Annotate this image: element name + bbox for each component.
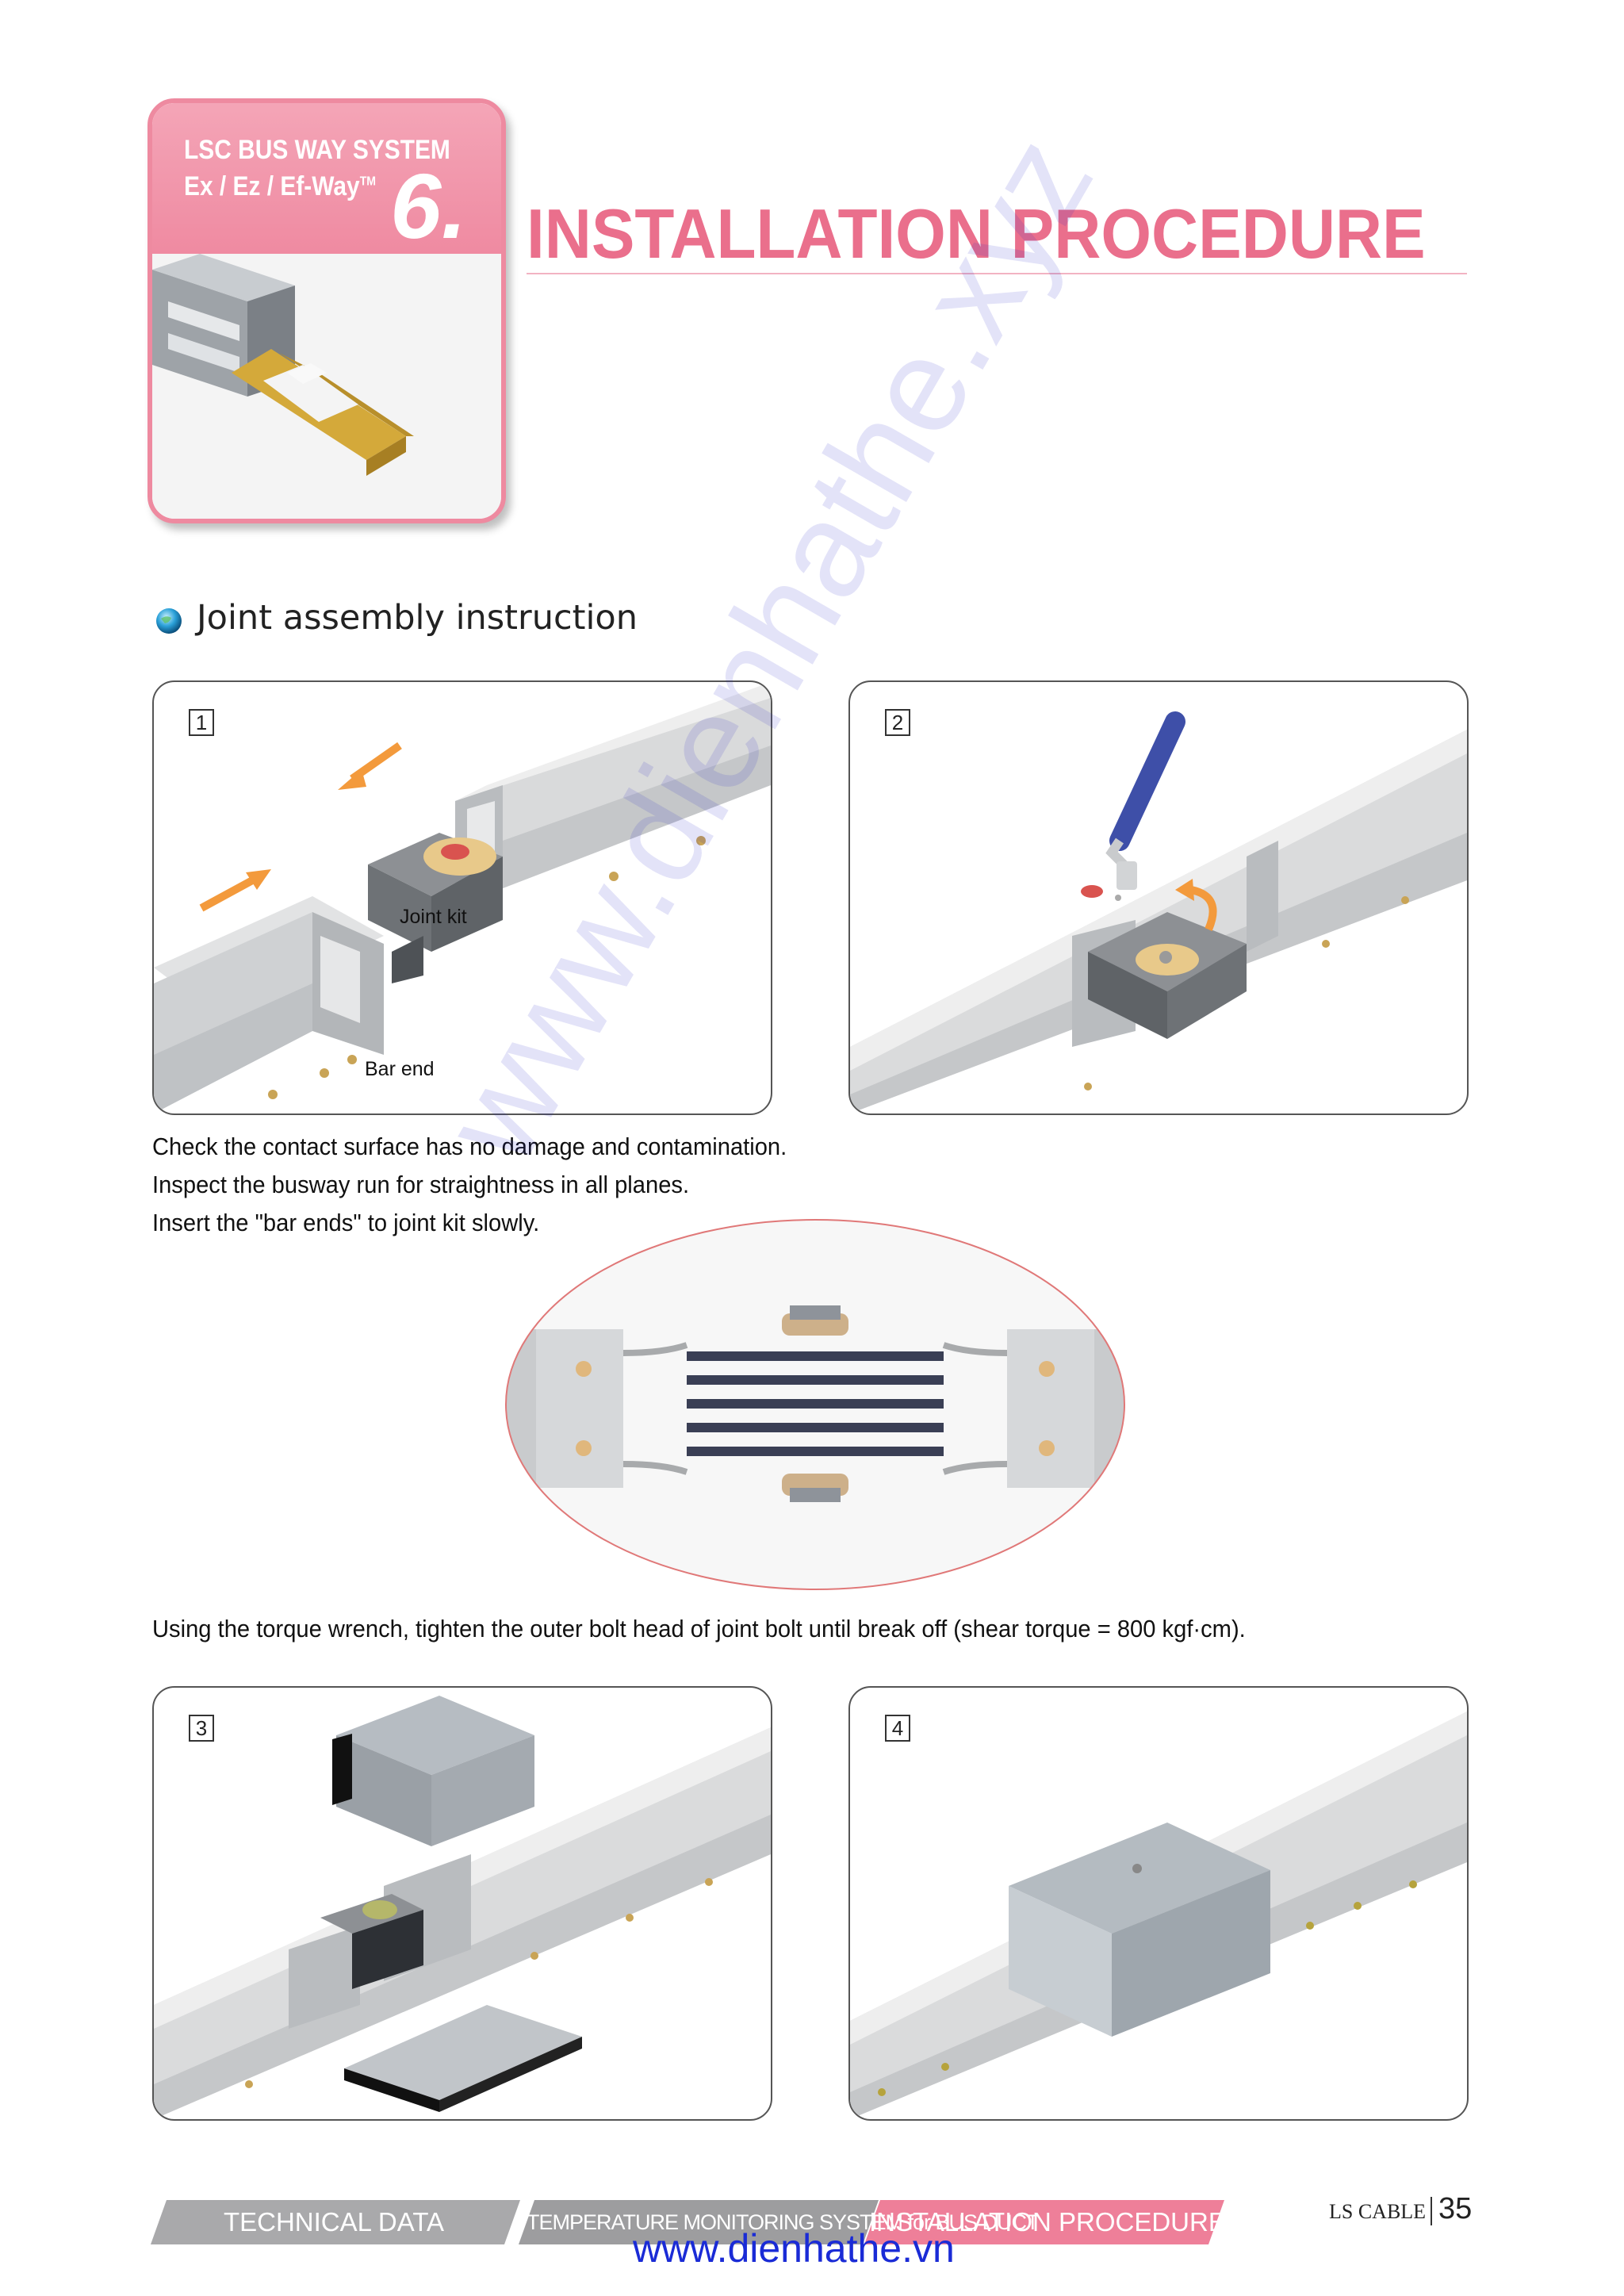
badge-product-models: Ex / Ez / Ef-WayTM — [184, 171, 377, 201]
instruction-line-2: Inspect the busway run for straightness … — [152, 1171, 690, 1198]
footer-separator — [1431, 2197, 1432, 2225]
badge-banner — [152, 103, 501, 254]
footer-tab-installation-procedure[interactable]: INSTALLATION PROCEDURE — [869, 2207, 1226, 2237]
step-2-panel: 2 — [848, 680, 1469, 1115]
step-4-panel: 4 — [848, 1686, 1469, 2121]
chapter-number: 6. — [390, 155, 467, 258]
section-badge: LSC BUS WAY SYSTEM Ex / Ez / Ef-WayTM 6. — [147, 98, 506, 523]
step-1-panel: 1 Joint kit Bar end — [152, 680, 772, 1115]
section-heading: Joint assembly instruction — [197, 598, 638, 638]
busbar-cutaway-image — [152, 254, 501, 519]
joint-detail-oval — [505, 1219, 1125, 1590]
footer-brand: LS CABLE — [1329, 2200, 1427, 2223]
bar-end-label: Bar end — [365, 1058, 435, 1080]
badge-product-line: LSC BUS WAY SYSTEM — [184, 135, 450, 165]
trademark-mark: TM — [359, 174, 377, 189]
footer-website-link[interactable]: www.dienhathe.vn — [633, 2226, 955, 2271]
step-3-panel: 3 — [152, 1686, 772, 2121]
instruction-line-1: Check the contact surface has no damage … — [152, 1133, 787, 1160]
page-title: INSTALLATION PROCEDURE — [527, 194, 1426, 273]
step-number-badge: 3 — [189, 1715, 214, 1742]
title-divider — [527, 273, 1467, 274]
joint-kit-label: Joint kit — [400, 906, 467, 928]
instruction-line-3: Insert the "bar ends" to joint kit slowl… — [152, 1209, 540, 1236]
globe-bullet-icon — [156, 608, 182, 634]
step-number-badge: 2 — [885, 709, 910, 736]
step-number-badge: 1 — [189, 709, 214, 736]
torque-instruction: Using the torque wrench, tighten the out… — [152, 1615, 1246, 1642]
footer-tab-technical-data[interactable]: TECHNICAL DATA — [223, 2207, 445, 2237]
page-number: 35 — [1438, 2192, 1473, 2225]
footer-tab-bar — [151, 2200, 1224, 2244]
step-number-badge: 4 — [885, 1715, 910, 1742]
